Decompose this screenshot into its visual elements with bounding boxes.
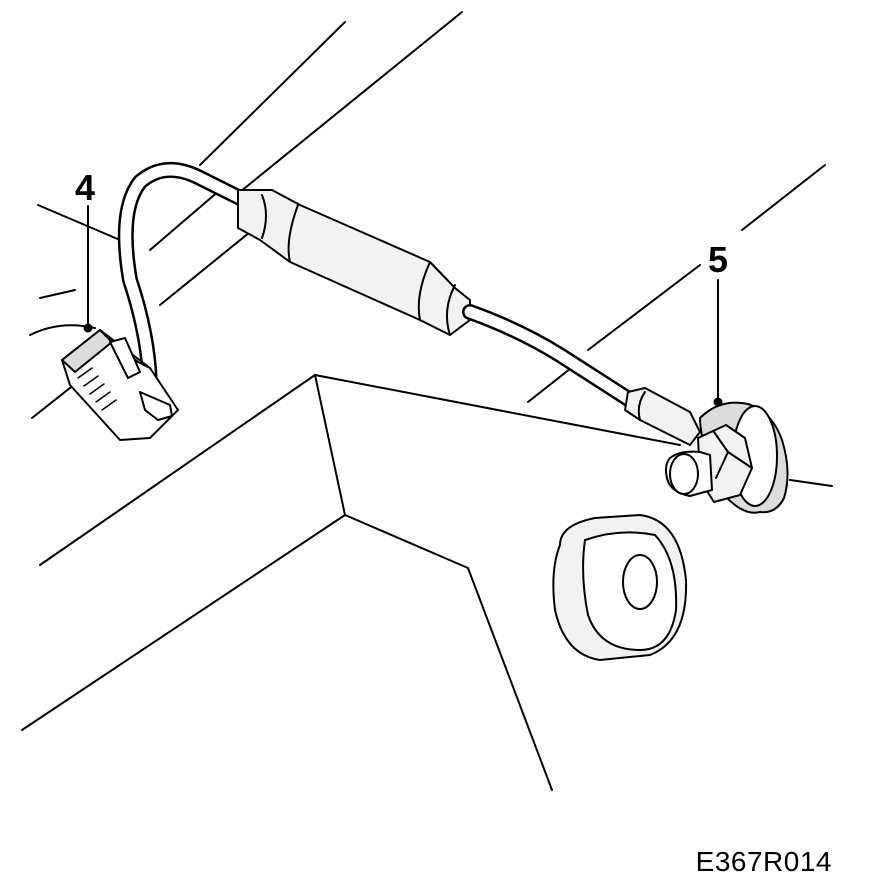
connector-clip — [139, 391, 173, 421]
sleeve-ring — [417, 261, 431, 321]
sleeve-ring — [261, 194, 267, 239]
connector-ribs — [77, 367, 117, 411]
sleeve-ring — [287, 204, 299, 263]
sensor-hex-edge — [727, 451, 753, 469]
cable-fill — [120, 164, 246, 398]
block-edge-line — [39, 289, 76, 299]
cable-fill — [464, 306, 636, 406]
callout-5-dot — [713, 397, 723, 407]
callout-4-label: 4 — [75, 167, 96, 208]
connector-latch — [109, 337, 141, 379]
sleeve-ring — [637, 391, 646, 421]
block-edge-line — [37, 204, 121, 241]
block-edge-line — [789, 479, 833, 487]
sleeve-ring — [445, 284, 456, 336]
block-front-edge — [314, 374, 553, 791]
cable-sleeve — [237, 189, 471, 336]
callout-4-dot — [83, 323, 93, 333]
block-edge-line — [229, 11, 463, 201]
block-lower-edge — [21, 514, 346, 731]
block-edge-line — [199, 21, 346, 166]
callout-5-label: 5 — [708, 239, 729, 280]
sensor-stud-end — [669, 453, 699, 495]
block-edge-line — [527, 364, 576, 403]
cable-sleeve-small — [624, 387, 701, 446]
block-edge-line — [587, 264, 701, 351]
block-edge-line — [159, 227, 256, 306]
block-edge-line — [149, 189, 221, 251]
block-edge-line — [741, 164, 826, 231]
figure-code: E367R014 — [695, 846, 832, 877]
boss-hole — [622, 554, 658, 610]
